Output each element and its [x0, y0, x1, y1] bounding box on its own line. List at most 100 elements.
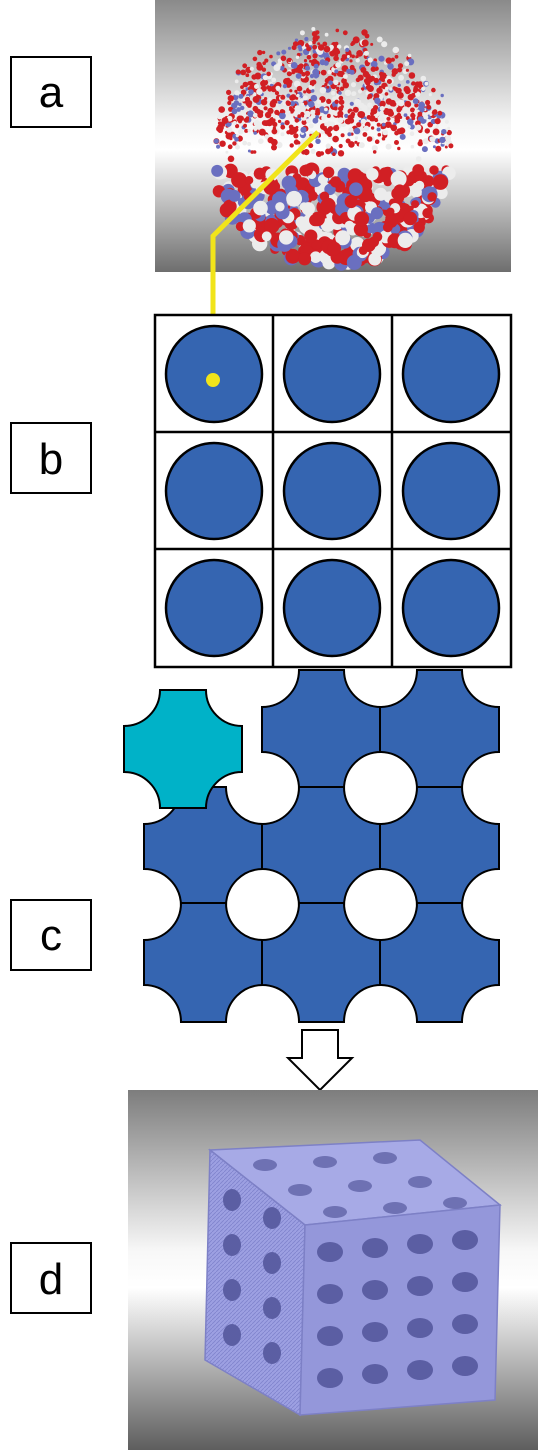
atom — [382, 129, 389, 136]
atom — [278, 100, 282, 104]
atom — [370, 207, 384, 220]
atom — [366, 115, 372, 120]
atom — [351, 91, 356, 97]
atom — [280, 94, 286, 100]
atom — [272, 121, 278, 127]
atom — [294, 118, 299, 123]
atom — [304, 70, 311, 77]
atom — [319, 87, 327, 94]
atom — [293, 80, 301, 88]
atom — [217, 124, 224, 131]
atom — [429, 165, 439, 175]
atom — [405, 68, 409, 72]
atom — [271, 144, 277, 151]
atom — [334, 69, 339, 74]
atom — [368, 236, 380, 248]
atom — [393, 87, 399, 92]
panel-a-background — [155, 0, 511, 272]
atom — [280, 132, 285, 137]
atom — [310, 89, 315, 93]
atom — [289, 143, 294, 148]
pore — [348, 1180, 372, 1192]
atom — [370, 107, 378, 115]
atom — [330, 176, 342, 188]
atom — [319, 59, 326, 66]
atom — [288, 250, 300, 261]
atom — [444, 145, 448, 149]
pore — [317, 1326, 343, 1346]
atom — [365, 84, 372, 90]
atom — [398, 74, 404, 81]
panel-label-a-text: a — [39, 68, 64, 117]
atom — [447, 126, 451, 130]
atom — [340, 57, 345, 62]
packed-unit — [261, 669, 382, 790]
atom — [420, 75, 427, 82]
atom — [437, 110, 443, 116]
atom — [242, 219, 256, 233]
block-right-face — [299, 1204, 501, 1416]
atom — [387, 121, 392, 127]
atom — [426, 104, 432, 110]
atom — [294, 89, 298, 93]
atom — [306, 46, 312, 52]
atom — [394, 54, 399, 59]
atom — [379, 72, 387, 80]
pore — [362, 1364, 388, 1384]
atom — [353, 127, 361, 135]
atom — [421, 86, 426, 91]
atom — [258, 128, 266, 136]
atom — [306, 55, 312, 60]
packed-unit — [261, 902, 382, 1023]
atom — [240, 105, 245, 111]
atom — [252, 105, 259, 112]
atom — [281, 175, 297, 191]
atom — [398, 127, 406, 134]
atom — [435, 124, 439, 128]
atom — [302, 95, 308, 101]
atom — [374, 187, 388, 201]
atom — [335, 124, 339, 128]
atom — [244, 176, 254, 185]
atom — [249, 82, 255, 88]
atom — [301, 202, 315, 216]
atom — [269, 54, 273, 59]
atom — [382, 222, 393, 233]
pore — [407, 1360, 433, 1380]
atom — [407, 53, 412, 58]
atom — [274, 91, 280, 96]
atom — [354, 98, 362, 106]
atom — [366, 168, 379, 181]
atom — [357, 89, 363, 94]
atom — [411, 116, 416, 121]
atom — [238, 102, 242, 107]
atom — [387, 63, 394, 70]
atom — [374, 97, 381, 105]
atom — [253, 131, 257, 135]
atom — [271, 128, 278, 135]
atom — [347, 168, 363, 184]
atom — [358, 75, 363, 80]
atom — [308, 191, 318, 201]
atom — [316, 99, 322, 105]
atom — [227, 95, 234, 102]
sphere-cells — [164, 324, 501, 658]
atom — [429, 113, 433, 116]
atom — [320, 130, 325, 135]
atom — [295, 125, 299, 129]
atom — [303, 59, 308, 63]
atom — [444, 135, 452, 142]
atom — [432, 109, 438, 114]
atom — [235, 221, 246, 232]
pore — [223, 1279, 241, 1301]
atom — [234, 79, 239, 84]
atom — [412, 164, 425, 176]
atom — [340, 133, 345, 138]
atom — [323, 45, 331, 53]
atom — [325, 143, 331, 149]
atom — [236, 107, 242, 112]
atom — [311, 31, 318, 37]
atom — [346, 254, 362, 270]
atom — [287, 166, 297, 176]
atom — [423, 114, 429, 120]
